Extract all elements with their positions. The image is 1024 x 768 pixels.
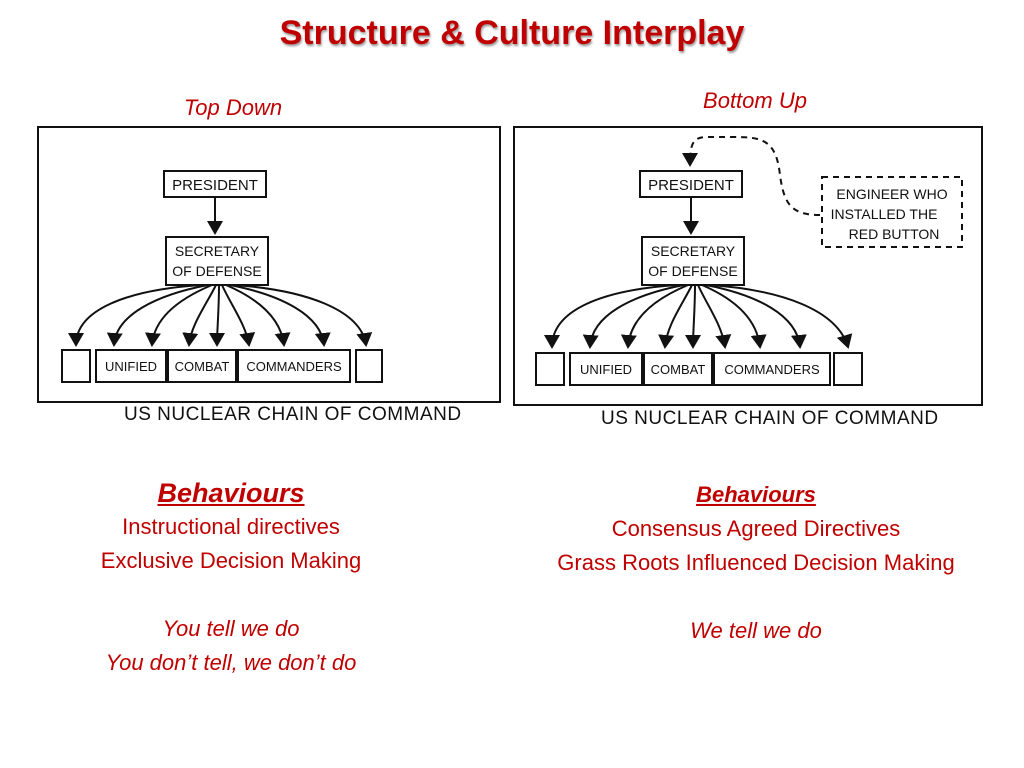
- combat-box: [643, 352, 713, 386]
- commanders-label: COMMANDERS: [246, 359, 342, 374]
- unnamed-box-left: [61, 349, 91, 383]
- top-down-behaviours: Behaviours Instructional directives Excl…: [36, 476, 426, 680]
- president-label: PRESIDENT: [648, 177, 734, 194]
- behaviour-line: Exclusive Decision Making: [100, 548, 362, 573]
- behaviour-line: Consensus Agreed Directives: [611, 516, 901, 541]
- bottom-up-heading: Bottom Up: [703, 88, 807, 113]
- top-down-heading: Top Down: [183, 95, 283, 120]
- behaviour-quote: You tell we do: [162, 616, 300, 641]
- secretary-box: [641, 236, 745, 286]
- secretary-label-line2: OF DEFENSE: [648, 263, 737, 279]
- unified-box: [569, 352, 643, 386]
- unnamed-box-left: [535, 352, 565, 386]
- secretary-label-line2: OF DEFENSE: [172, 263, 261, 279]
- bottom-up-caption: US NUCLEAR CHAIN OF COMMAND: [601, 408, 939, 429]
- combat-label: COMBAT: [651, 362, 706, 377]
- behaviours-title: Behaviours: [157, 478, 305, 508]
- combat-box: [167, 349, 237, 383]
- commanders-label: COMMANDERS: [724, 362, 820, 377]
- top-down-caption: US NUCLEAR CHAIN OF COMMAND: [124, 404, 462, 425]
- commanders-box: [713, 352, 831, 386]
- engineer-label-line3: RED BUTTON: [849, 226, 940, 242]
- unified-label: UNIFIED: [105, 359, 157, 374]
- secretary-label-line1: SECRETARY: [175, 243, 260, 259]
- secretary-box: [165, 236, 269, 286]
- behaviours-title: Behaviours: [696, 482, 816, 507]
- engineer-label-line1: ENGINEER WHO: [836, 186, 947, 202]
- spacer: [36, 578, 426, 612]
- behaviour-line: Instructional directives: [122, 514, 340, 539]
- unified-box: [95, 349, 167, 383]
- engineer-label-line2: INSTALLED THE: [831, 206, 938, 222]
- behaviour-line: Grass Roots Influenced Decision Making: [557, 550, 955, 575]
- president-label: PRESIDENT: [172, 177, 258, 194]
- command-arrows: [544, 284, 853, 349]
- bottom-up-behaviours: Behaviours Consensus Agreed Directives G…: [512, 478, 1000, 648]
- unified-label: UNIFIED: [580, 362, 632, 377]
- bottom-up-diagram: PRESIDENT SECRETARY OF DEFENSE ENGINEER …: [513, 126, 983, 406]
- slide-title: Structure & Culture Interplay: [279, 14, 745, 52]
- influence-dashed-arrow: [682, 136, 821, 216]
- combat-label: COMBAT: [175, 359, 230, 374]
- top-down-diagram: PRESIDENT SECRETARY OF DEFENSE UNIFIED C…: [37, 126, 501, 403]
- engineer-box: [821, 176, 963, 248]
- unnamed-box-right: [355, 349, 383, 383]
- behaviour-quote: You don’t tell, we don’t do: [105, 650, 357, 675]
- unnamed-box-right: [833, 352, 863, 386]
- secretary-label-line1: SECRETARY: [651, 243, 736, 259]
- command-arrows: [68, 284, 373, 347]
- commanders-box: [237, 349, 351, 383]
- spacer: [512, 580, 1000, 614]
- behaviour-quote: We tell we do: [690, 618, 822, 643]
